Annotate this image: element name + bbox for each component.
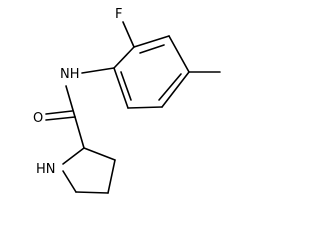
- bond-c5-n-ring: [62, 170, 77, 193]
- bond-amide-n-carbonyl: [65, 85, 76, 118]
- aromatic-inner-bond-1: [139, 44, 165, 54]
- bond-carbonyl-c2: [74, 116, 85, 149]
- bond-c1-c2: [113, 46, 135, 69]
- aromatic-inner-bond-3: [120, 71, 132, 101]
- bond-c3-c4: [168, 35, 190, 73]
- pyrrolidine-ring: [62, 147, 116, 194]
- molecule-drawing: F NH O HN: [33, 7, 221, 194]
- bond-carbonyl-oxygen-2: [45, 110, 73, 115]
- bond-c6-c1: [113, 67, 129, 109]
- bond-n-c2-ring: [62, 147, 85, 165]
- chemical-structure: F NH O HN: [33, 7, 221, 194]
- carbonyl-oxygen-label: O: [33, 111, 43, 126]
- bond-c5-c6: [127, 106, 163, 109]
- ring-nh-label: HN: [36, 162, 56, 177]
- bond-c4-c5: [161, 71, 190, 108]
- benzene-ring: [113, 35, 190, 109]
- bond-ring-amide-n: [81, 67, 115, 74]
- bond-c2-c3: [133, 35, 170, 48]
- bond-carbonyl-oxygen-1: [45, 116, 76, 121]
- amide-nh-label: NH: [60, 67, 80, 82]
- bond-ring-fluorine: [122, 21, 135, 48]
- bond-c4-c5-ring: [75, 191, 109, 194]
- bond-c3-c4-ring: [107, 159, 116, 194]
- bond-c2-c3-ring: [83, 147, 116, 161]
- fluorine-label: F: [115, 7, 122, 22]
- aromatic-inner-bond-2: [158, 73, 182, 101]
